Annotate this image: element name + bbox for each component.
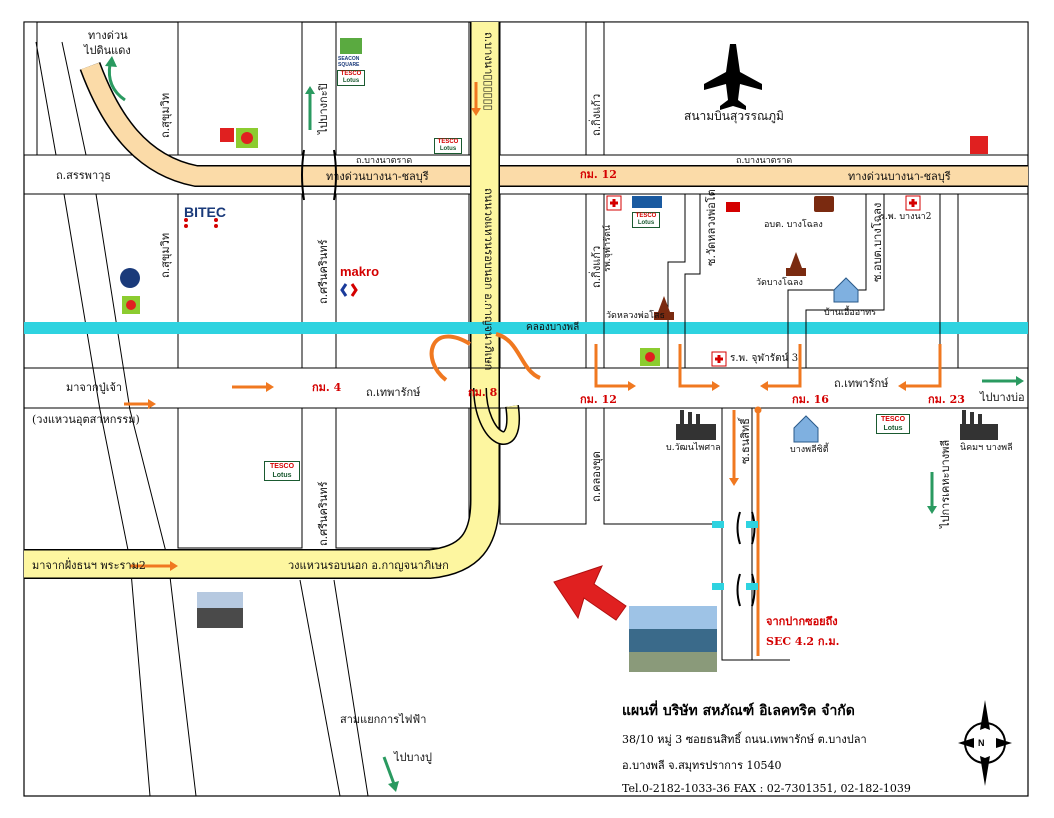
km-marker: กม. 23 bbox=[928, 393, 965, 406]
khlong-bangphli-canal bbox=[24, 322, 1028, 334]
canal-label: คลองบางพลี bbox=[526, 322, 580, 333]
road-label: ถ.เทพารักษ์ bbox=[834, 377, 889, 390]
direction-label: ไปบางปู bbox=[394, 751, 433, 764]
road-label: ถ.กิ่งแก้ว bbox=[590, 93, 603, 136]
block bbox=[499, 21, 587, 156]
expressway-label: ทางด่วน bbox=[88, 29, 128, 42]
expressway-label-2: ไปดินแดง bbox=[84, 44, 131, 57]
ring-road bbox=[24, 22, 499, 578]
airplane-icon bbox=[704, 44, 762, 110]
pointer-arrow-icon bbox=[553, 565, 627, 621]
km-marker: กม. 12 bbox=[580, 168, 617, 181]
hospital-icons bbox=[606, 195, 921, 367]
intersection-label: สามแยกการไฟฟ้า bbox=[340, 713, 427, 726]
seacon-logo: SEACON SQUARE bbox=[338, 56, 360, 68]
road-label: ถ.สุขุมวิท bbox=[159, 92, 172, 138]
expressway-name: ทางด่วนบางนา-ชลบุรี bbox=[848, 170, 951, 183]
road-label: ถ.ศรีนครินทร์ bbox=[317, 481, 330, 546]
road-label: ถ.เทพารักษ์ bbox=[366, 386, 421, 399]
compass-icon bbox=[958, 700, 1012, 786]
c-store-logos bbox=[122, 128, 988, 366]
soi-roads bbox=[585, 194, 941, 661]
bangna-expressway bbox=[81, 62, 1028, 186]
km-marker: กม. 16 bbox=[792, 393, 829, 406]
place-label: อบต. บางโฉลง bbox=[764, 220, 823, 230]
road-label: ถ.กิ่งแก้ว bbox=[590, 245, 603, 288]
km-marker: กม. 12 bbox=[580, 393, 617, 406]
company-building-photo bbox=[629, 606, 717, 672]
mitsubishi-logo-icon bbox=[726, 202, 740, 212]
seacon-logo-icon bbox=[340, 38, 362, 54]
sukhumvit-road bbox=[24, 41, 369, 797]
direction-arrows-green bbox=[107, 63, 1016, 785]
road-label: ซ.อบต.บางโฉลง bbox=[871, 202, 884, 282]
factory-label: นิคมฯ บางพลี bbox=[960, 443, 1013, 453]
company-info: แผนที่ บริษัท สหภัณฑ์ อิเลคทริค จำกัด 38… bbox=[622, 700, 911, 795]
direction-label: (วงแหวนอุตสาหกรรม) bbox=[32, 413, 140, 426]
road-label: ถ.บางนาตราด bbox=[736, 156, 793, 166]
temple-icons bbox=[654, 196, 834, 320]
temple-label: วัดหลวงพ่อโสธ bbox=[606, 311, 665, 321]
direction-label: มาจากฝั่งธนฯ พระราม2 bbox=[32, 559, 146, 572]
place-label: บ้านเอื้ออาทร bbox=[824, 308, 877, 318]
road-label: ซ.ธนสิทธิ์ bbox=[739, 418, 752, 464]
compass-label: N bbox=[978, 738, 985, 748]
block bbox=[177, 193, 303, 369]
bitec-dots-icon bbox=[184, 218, 218, 228]
km-marker: กม. 4 bbox=[312, 381, 342, 394]
route-arrowheads bbox=[148, 381, 906, 571]
company-phone: Tel.0-2182-1033-36 FAX : 02-7301351, 02-… bbox=[622, 782, 911, 795]
distance-label: SEC 4.2 ก.ม. bbox=[766, 635, 840, 648]
company-address-2: อ.บางพลี จ.สมุทรปราการ 10540 bbox=[622, 759, 782, 772]
road-network bbox=[23, 21, 1029, 549]
homepro-logo-icon bbox=[632, 196, 662, 208]
block bbox=[335, 407, 470, 549]
block bbox=[335, 193, 470, 369]
logo-icon bbox=[120, 268, 140, 288]
hospital-label: รพ.จุฬารัตน์ bbox=[603, 225, 613, 272]
route-arrows bbox=[124, 344, 942, 656]
direction-label: มาจากปู่เจ้า bbox=[66, 381, 123, 394]
road-label: ถ.สุขุมวิท bbox=[159, 232, 172, 278]
place-label: บางพลีซิตี้ bbox=[790, 445, 829, 455]
km-marker: กม. 8 bbox=[468, 386, 498, 399]
road-label: ถ.สรรพาวุธ bbox=[56, 169, 112, 182]
factory-label: บ.วัฒนไพศาล bbox=[666, 443, 721, 453]
direction-label: ไปบางกะปิ bbox=[317, 83, 330, 134]
block bbox=[499, 193, 587, 369]
hospital-label: ร.พ. บางนา2 bbox=[880, 212, 932, 222]
carrefour-logo-icon bbox=[340, 283, 358, 297]
ring-road-ramp bbox=[474, 387, 519, 444]
road-label: ซ.วัดหลวงพ่อโต bbox=[705, 189, 718, 266]
road-label: ถ.ศรีนครินทร์ bbox=[317, 239, 330, 304]
block bbox=[603, 21, 1029, 156]
bitec-logo: BITEC bbox=[184, 204, 226, 220]
block bbox=[957, 193, 1029, 369]
company-title: แผนที่ บริษัท สหภัณฑ์ อิเลคทริค จำกัด bbox=[622, 703, 855, 719]
road-label: ถ.คลองขุด bbox=[590, 451, 603, 502]
hospital-label: ร.พ. จุฬารัตน์ 3 bbox=[730, 353, 799, 364]
erawan-museum-photo bbox=[197, 592, 243, 628]
road-label: ถ.บางนา▯▯▯▯▯▯ bbox=[482, 32, 495, 111]
distance-label: จากปากซอยถึง bbox=[766, 615, 838, 628]
ring-road-label: ถนนวงแหวนรอบนอก อ.กาญจนาภิเษก bbox=[482, 188, 495, 371]
company-address-1: 38/10 หมู่ 3 ซอยธนสิทธิ์ ถนน.เทพารักษ์ ต… bbox=[622, 733, 867, 746]
expressway-name: ทางด่วนบางนา-ชลบุรี bbox=[326, 170, 429, 183]
building-icons bbox=[793, 277, 859, 443]
direction-label: ไปการเคหะบางพลี bbox=[939, 439, 952, 528]
road-label: ถ.บางนาตราด bbox=[356, 156, 413, 166]
block bbox=[23, 21, 38, 156]
factory-icons bbox=[676, 410, 998, 440]
airport-label: สนามบินสุวรรณภูมิ bbox=[684, 109, 784, 123]
temple-label: วัดบางโฉลง bbox=[756, 278, 803, 288]
makro-logo: makro bbox=[340, 264, 380, 279]
direction-label: ไปบางบ่อ bbox=[980, 391, 1025, 404]
ring-road-label: วงแหวนรอบนอก อ.กาญจนาภิเษก bbox=[288, 559, 449, 572]
